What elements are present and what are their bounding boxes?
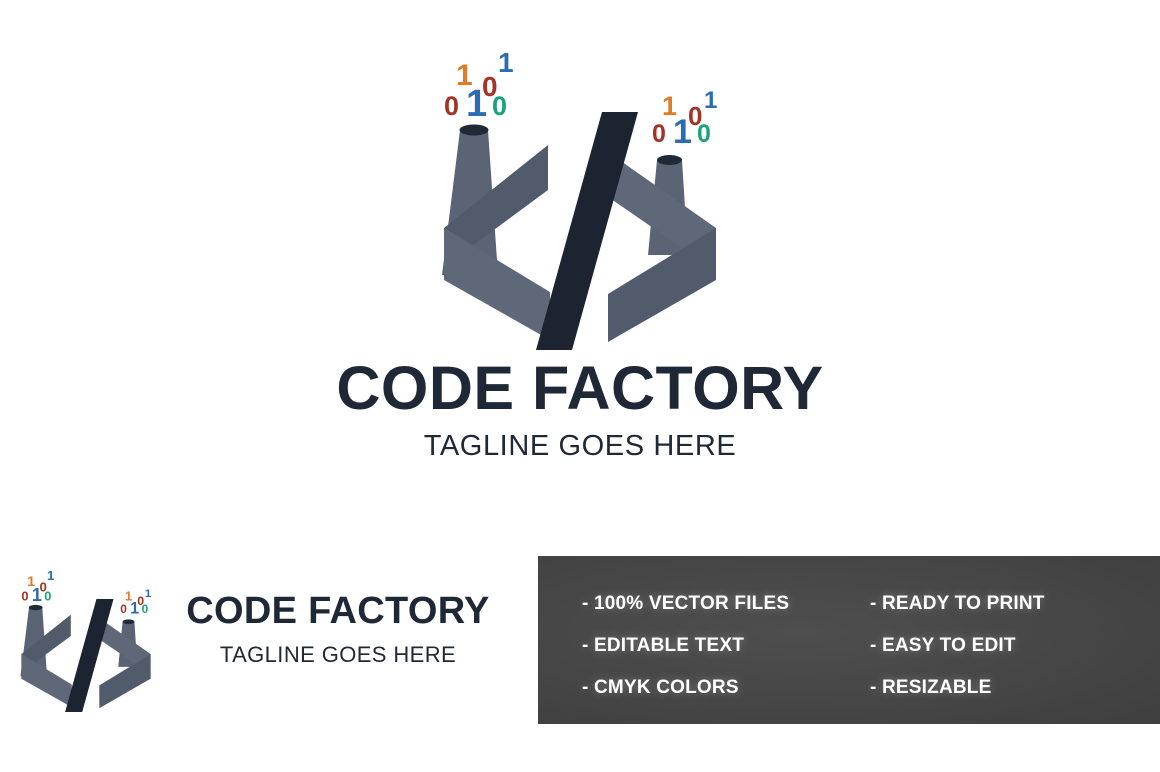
feature-item: - EASY TO EDIT (870, 634, 1016, 656)
smoke-digit-sl2: 1 (27, 574, 35, 590)
right-chimney-cap (657, 155, 682, 165)
smoke-digit-sl5: 1 (32, 585, 42, 605)
chevron-left-lower-arm-small (21, 654, 72, 708)
features-panel: - 100% VECTOR FILES - EDITABLE TEXT - CM… (538, 556, 1160, 724)
secondary-wordmark-block: CODE FACTORY TAGLINE GOES HERE (158, 592, 518, 666)
primary-logo-lockup: 1 1 0 0 1 0 1 1 0 0 1 0 (336, 30, 824, 462)
code-slash-small (65, 598, 114, 712)
smoke-digit-r5: 1 (673, 113, 692, 151)
smoke-digit-sr3: 0 (137, 594, 144, 608)
smoke-digit-l5: 1 (466, 83, 487, 125)
smoke-digit-l2: 1 (456, 59, 473, 92)
feature-item: - 100% VECTOR FILES (582, 592, 790, 614)
smoke-digit-sr5: 1 (130, 600, 139, 618)
smoke-digit-sr2: 1 (125, 588, 132, 603)
smoke-digit-sr1: 1 (145, 588, 152, 600)
code-factory-logo-mark-small: 1 1 0 0 1 0 1 1 0 0 1 0 (12, 560, 160, 712)
code-slash (536, 112, 638, 350)
smoke-digit-r1: 1 (704, 87, 717, 114)
smoke-digits-right-group: 1 1 0 0 1 0 (652, 87, 717, 151)
smoke-digit-sr6: 0 (142, 602, 149, 616)
feature-item: - READY TO PRINT (870, 592, 1045, 614)
smoke-digit-sl4: 0 (21, 588, 28, 603)
feature-item: - RESIZABLE (870, 676, 992, 698)
chevron-left-lower-arm (444, 228, 550, 340)
chevron-right-lower-arm-small (99, 654, 151, 709)
smoke-digit-r2: 1 (662, 91, 677, 121)
smoke-digit-sr4: 0 (120, 602, 127, 616)
features-column-right: - READY TO PRINT - EASY TO EDIT - RESIZA… (870, 582, 1150, 708)
feature-item: - EDITABLE TEXT (582, 634, 745, 656)
smoke-digit-sl1: 1 (47, 568, 55, 583)
smoke-digit-l1: 1 (498, 47, 514, 78)
chevron-right-lower-arm (608, 228, 716, 342)
smoke-digit-sl3: 0 (39, 579, 46, 594)
features-column-left: - 100% VECTOR FILES - EDITABLE TEXT - CM… (582, 582, 872, 708)
code-factory-logo-mark: 1 1 0 0 1 0 1 1 0 0 1 0 (430, 30, 730, 350)
smoke-digit-l3: 0 (482, 71, 498, 102)
smoke-digit-sl6: 0 (44, 588, 51, 603)
left-chimney-cap (459, 124, 489, 136)
page-title: CODE FACTORY (336, 354, 824, 422)
smoke-digit-r4: 0 (652, 120, 666, 148)
smoke-digit-r3: 0 (688, 101, 702, 131)
smoke-digits-left-group-small: 1 1 0 0 1 0 (21, 568, 55, 605)
smoke-digit-r6: 0 (697, 120, 711, 148)
left-chimney-cap-small (28, 604, 43, 611)
secondary-tagline: TAGLINE GOES HERE (219, 642, 457, 667)
logo-mark-svg: 1 1 0 0 1 0 1 1 0 0 1 0 (442, 47, 717, 350)
secondary-brand-name: CODE FACTORY (186, 590, 490, 632)
logo-mark-small-svg: 1 1 0 0 1 0 1 1 0 0 1 0 (20, 568, 152, 712)
secondary-logo-lockup: 1 1 0 0 1 0 1 1 0 0 1 0 (8, 556, 528, 716)
feature-item: - CMYK COLORS (582, 676, 739, 698)
smoke-digits-left-group: 1 1 0 0 1 0 (444, 47, 514, 125)
smoke-digit-l4: 0 (444, 91, 459, 121)
primary-tagline: TAGLINE GOES HERE (423, 430, 737, 462)
smoke-digit-l6: 0 (492, 91, 507, 121)
smoke-digits-right-group-small: 1 1 0 0 1 0 (120, 588, 152, 618)
right-chimney-cap-small (122, 619, 135, 625)
